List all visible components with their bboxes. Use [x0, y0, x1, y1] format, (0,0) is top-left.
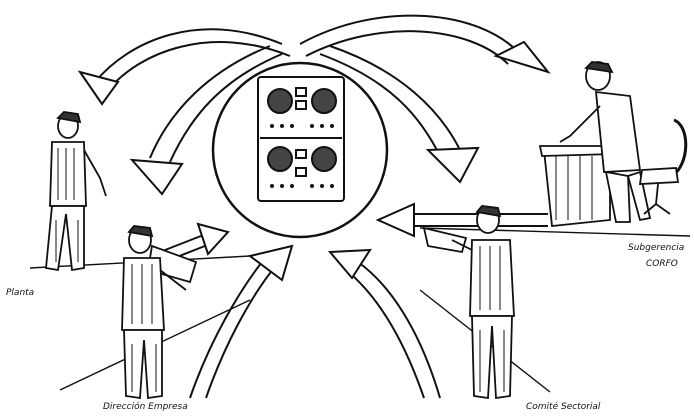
curved-arrow-icon: [493, 40, 551, 74]
curved-arrow-icon: [327, 248, 372, 280]
chair: [638, 118, 688, 215]
curved-arrow-icon: [375, 202, 415, 238]
curved-arrow-icon: [196, 222, 230, 256]
label-comite-sectorial: Comité Sectorial: [526, 402, 601, 412]
document: [422, 226, 468, 254]
curved-arrow-icon: [129, 158, 184, 196]
person-subgerencia: [538, 61, 688, 227]
person-comite-sectorial: [422, 205, 515, 400]
person-direccion-empresa: [121, 225, 198, 400]
curved-arrow-icon: [247, 244, 294, 282]
central-hub: [211, 61, 389, 239]
label-corfo: CORFO: [646, 259, 678, 269]
outgoing-arrows: [77, 14, 551, 196]
computer-tape-drive-icon: [257, 76, 345, 202]
label-planta: Planta: [6, 288, 35, 298]
curved-arrow-icon: [425, 146, 480, 184]
label-subgerencia: Subgerencia: [628, 243, 685, 253]
desk: [543, 149, 611, 227]
label-direccion-empresa: Dirección Empresa: [103, 402, 188, 412]
incoming-arrows: [159, 202, 548, 399]
curved-arrow-icon: [77, 70, 120, 106]
person-planta: [45, 111, 107, 272]
